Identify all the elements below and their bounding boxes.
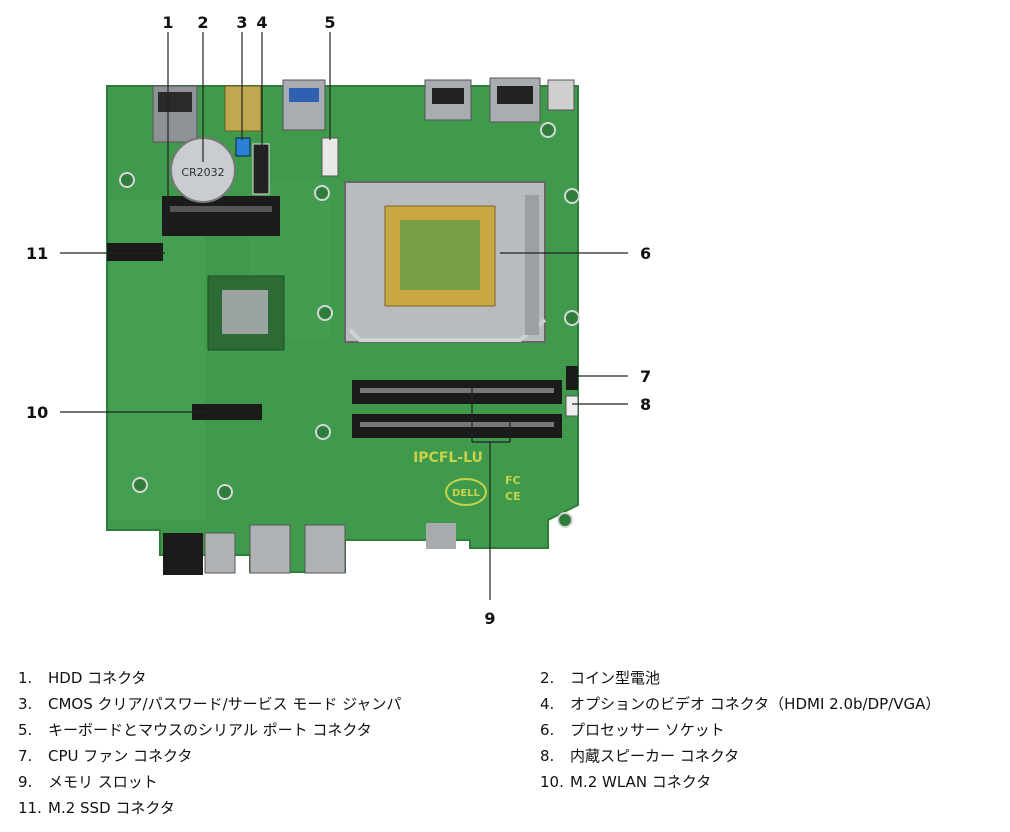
- rear-port-bottom-3: [249, 524, 291, 574]
- hdd-connector: [162, 196, 280, 236]
- callout-6: 6: [640, 244, 651, 263]
- callout-1: 1: [162, 13, 173, 32]
- legend-number: 9.: [18, 773, 33, 791]
- legend-label: CMOS クリア/パスワード/サービス モード ジャンパ: [48, 695, 402, 713]
- legend-number: 4.: [540, 695, 555, 713]
- legend-item-11: 11. M.2 SSD コネクタ: [18, 798, 175, 818]
- leader-lines: [60, 32, 628, 600]
- legend-label: プロセッサー ソケット: [570, 721, 725, 739]
- legend-item-5: 5. キーボードとマウスのシリアル ポート コネクタ: [18, 720, 372, 740]
- legend-item-9: 9. メモリ スロット: [18, 772, 158, 792]
- dell-logo: [445, 478, 487, 506]
- legend-number: 3.: [18, 695, 33, 713]
- legend-label: コイン型電池: [570, 669, 661, 687]
- callout-2: 2: [197, 13, 208, 32]
- callout-4: 4: [256, 13, 267, 32]
- usb-port-top: [282, 79, 326, 131]
- ce-mark: CE: [505, 490, 521, 503]
- dc-jack: [547, 79, 575, 111]
- callout-5: 5: [324, 13, 335, 32]
- rear-port-bottom-2: [204, 532, 236, 574]
- rear-port-bottom-4: [304, 524, 346, 574]
- legend-label: M.2 SSD コネクタ: [48, 799, 175, 817]
- legend-item-2: 2. コイン型電池: [540, 668, 660, 688]
- legend-label: M.2 WLAN コネクタ: [570, 773, 712, 791]
- svg-text:DELL: DELL: [452, 488, 481, 499]
- callout-11: 11: [26, 244, 48, 263]
- legend-label: オプションのビデオ コネクタ（HDMI 2.0b/DP/VGA）: [570, 695, 941, 713]
- legend-number: 5.: [18, 721, 33, 739]
- serial-port-connector: [321, 137, 339, 177]
- legend-number: 1.: [18, 669, 33, 687]
- legend-item-7: 7. CPU ファン コネクタ: [18, 746, 192, 766]
- legend-number: 11.: [18, 799, 42, 817]
- rear-port-top-2: [224, 85, 262, 132]
- legend-number: 10.: [540, 773, 564, 791]
- fc-mark: FC: [505, 474, 521, 487]
- legend-label: 内蔵スピーカー コネクタ: [570, 747, 740, 765]
- legend-label: CPU ファン コネクタ: [48, 747, 193, 765]
- callout-8: 8: [640, 395, 651, 414]
- cmos-jumper: [235, 137, 251, 157]
- callout-9: 9: [484, 609, 495, 628]
- m2-wlan-connector: [192, 404, 262, 420]
- legend-label: キーボードとマウスのシリアル ポート コネクタ: [48, 721, 372, 739]
- legend-number: 7.: [18, 747, 33, 765]
- legend-label: HDD コネクタ: [48, 669, 147, 687]
- callout-3: 3: [236, 13, 247, 32]
- m2-ssd-connector: [107, 243, 163, 261]
- battery-marking: CR2032: [181, 166, 224, 179]
- silkscreen-model: IPCFL-LU: [413, 450, 483, 466]
- callout-7: 7: [640, 367, 651, 386]
- legend-item-10: 10. M.2 WLAN コネクタ: [540, 772, 711, 792]
- motherboard-diagram: CR2032 IPCFL-LU DELL FC CE: [26, 13, 651, 628]
- mounting-holes: [119, 122, 580, 528]
- legend-item-4: 4. オプションのビデオ コネクタ（HDMI 2.0b/DP/VGA）: [540, 694, 940, 714]
- legend-label: メモリ スロット: [48, 773, 158, 791]
- speaker-connector: [565, 395, 579, 417]
- cpu-fan-connector: [566, 366, 578, 390]
- legend-item-1: 1. HDD コネクタ: [18, 668, 147, 688]
- legend-number: 6.: [540, 721, 555, 739]
- optional-video-connector: [252, 143, 270, 195]
- legend-item-8: 8. 内蔵スピーカー コネクタ: [540, 746, 739, 766]
- legend-number: 2.: [540, 669, 555, 687]
- legend-number: 8.: [540, 747, 555, 765]
- rear-port-bottom-1: [163, 533, 203, 575]
- callout-10: 10: [26, 403, 48, 422]
- legend-item-6: 6. プロセッサー ソケット: [540, 720, 725, 740]
- legend-item-3: 3. CMOS クリア/パスワード/サービス モード ジャンパ: [18, 694, 401, 714]
